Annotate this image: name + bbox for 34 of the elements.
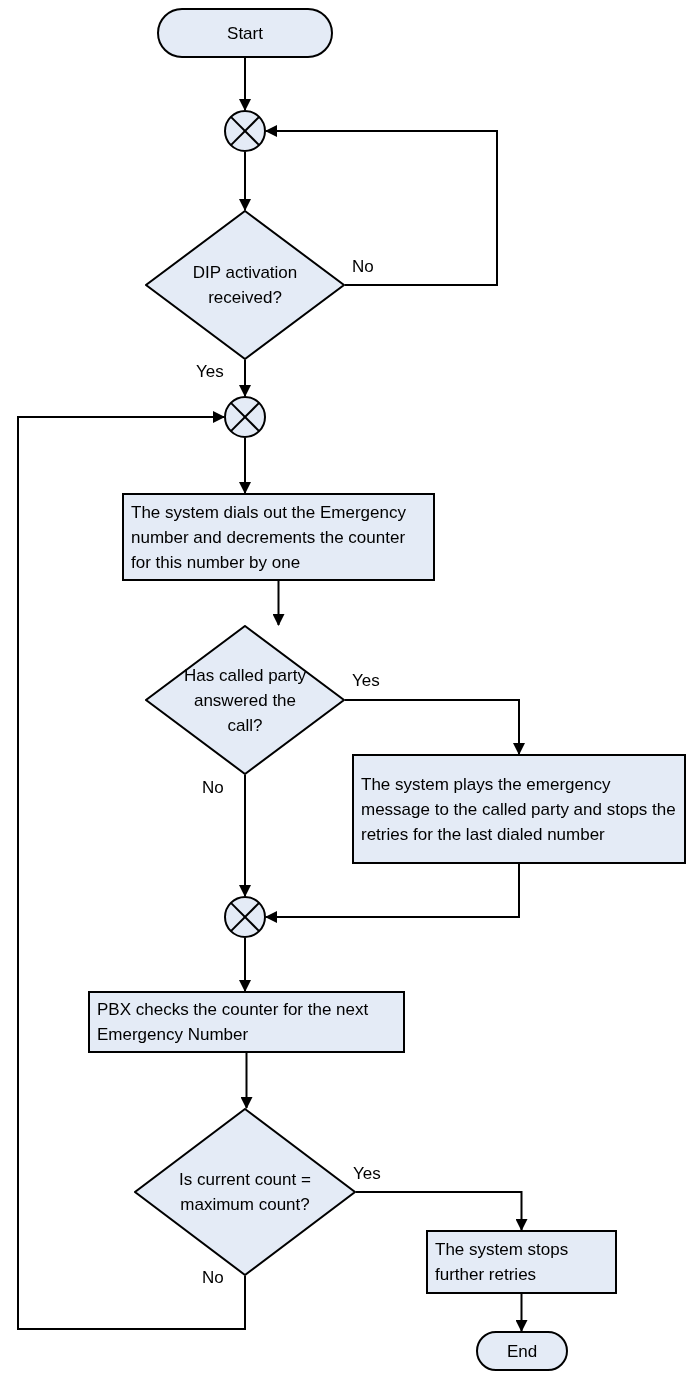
decision-diamond xyxy=(145,625,345,775)
arrow xyxy=(239,57,251,111)
process-box xyxy=(352,754,686,864)
arrow xyxy=(265,863,520,923)
terminal-pill xyxy=(157,8,333,58)
arrow xyxy=(344,699,525,755)
step-text: The system dials out the Emergency number and decrements the counter for this number by one xyxy=(131,501,407,574)
process-box xyxy=(88,991,405,1053)
question-text: DIP activation received? xyxy=(191,262,299,309)
arrow xyxy=(355,1191,528,1231)
step-text: The system stops further retries xyxy=(435,1239,570,1286)
terminal-pill xyxy=(476,1331,568,1371)
decision-diamond xyxy=(145,210,345,360)
arrow xyxy=(239,437,251,494)
arrow xyxy=(272,580,285,626)
junction-circle xyxy=(224,396,266,438)
arrow xyxy=(239,774,251,897)
junction-circle xyxy=(224,110,266,152)
process-box xyxy=(122,493,435,581)
step-text: Start xyxy=(227,22,263,45)
step-text: The system plays the emergency message to the called party and stops the retries for the last dialed number xyxy=(361,773,677,846)
step-text: End xyxy=(506,1340,538,1363)
arrow xyxy=(239,937,251,992)
question-text: Is current count = maximum count? xyxy=(178,1169,312,1216)
arrow xyxy=(265,125,498,286)
junction-circle xyxy=(224,896,266,938)
step-text: PBX checks the counter for the next Emergency Number xyxy=(97,999,370,1046)
process-box xyxy=(426,1230,617,1294)
arrow xyxy=(515,1293,528,1332)
arrow xyxy=(239,359,251,397)
arrow xyxy=(17,411,246,1330)
arrow xyxy=(240,1052,253,1109)
arrow xyxy=(239,151,251,211)
question-text: Has called party answered the call? xyxy=(183,664,307,737)
